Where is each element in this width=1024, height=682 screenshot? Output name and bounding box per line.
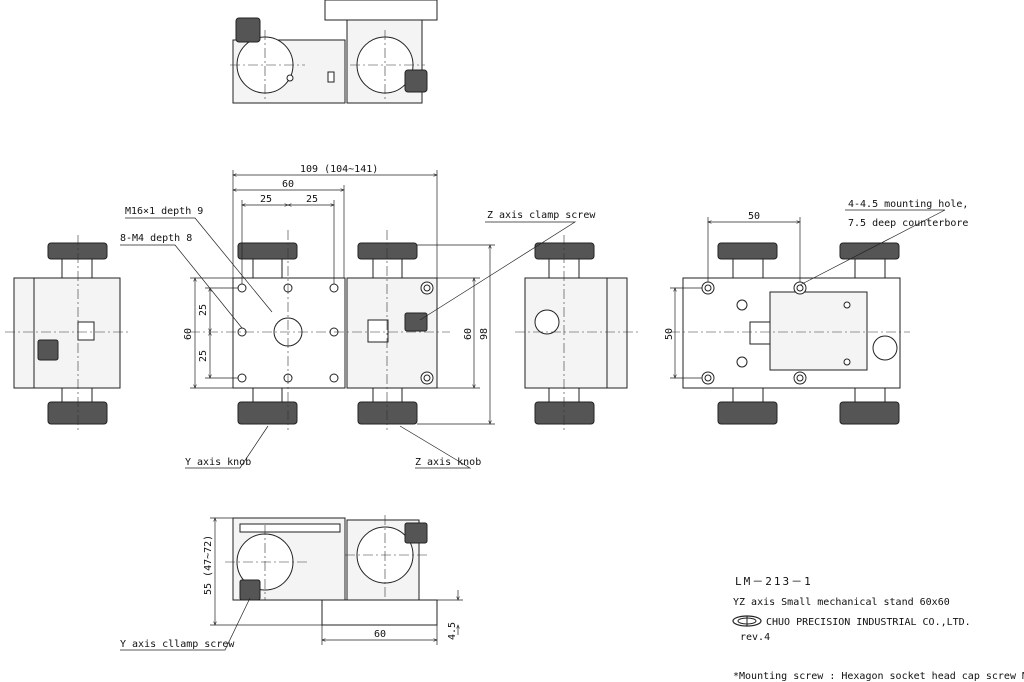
callout-y-knob: Y axis knob (185, 457, 251, 468)
product-description: YZ axis Small mechanical stand 60x60 (733, 597, 950, 608)
dim-base-thickness: 4.5 (447, 622, 458, 640)
dim-overall-width: 109 (104~141) (300, 164, 378, 175)
dim-vertical-pitch-bottom: 25 (198, 350, 209, 362)
dim-overall-height: 98 (479, 328, 490, 340)
callout-tapped-holes: 8-M4 depth 8 (120, 233, 192, 244)
front-view (190, 230, 450, 430)
dim-plate-width: 60 (282, 179, 294, 190)
left-side-view (5, 235, 130, 430)
back-view (515, 235, 640, 430)
dim-side-height: 55 (47~72) (203, 535, 214, 595)
callout-z-knob: Z axis knob (415, 457, 481, 468)
dim-mount-pitch-h: 50 (748, 211, 760, 222)
dimension-lines (120, 170, 946, 651)
callout-mounting-hole: 4-4.5 mounting hole, (848, 199, 968, 210)
dim-vertical-pitch-top: 25 (198, 304, 209, 316)
dim-base-width: 60 (374, 629, 386, 640)
callout-counterbore: 7.5 deep counterbore (848, 218, 968, 229)
dim-hole-pitch-left: 25 (260, 194, 272, 205)
dim-mount-pitch-v: 50 (664, 328, 675, 340)
bottom-plan-view (670, 242, 910, 425)
side-elevation-view (225, 515, 438, 626)
callout-center-thread: M16×1 depth 9 (125, 206, 203, 217)
top-view (230, 0, 438, 104)
company-name: CHUO PRECISION INDUSTRIAL CO.,LTD. (766, 617, 971, 628)
title-block: LM－213－1 YZ axis Small mechanical stand … (732, 575, 1024, 682)
model-number: LM－213－1 (735, 575, 813, 588)
revision: rev.4 (740, 632, 770, 643)
callout-z-clamp-screw: Z axis clamp screw (487, 210, 596, 221)
dim-plate-height-right: 60 (463, 328, 474, 340)
dim-plate-height-left: 60 (183, 328, 194, 340)
company-logo (732, 615, 762, 627)
mounting-note: *Mounting screw : Hexagon socket head ca… (733, 671, 1024, 682)
callout-y-clamp-screw: Y axis cllamp screw (120, 639, 235, 650)
dim-hole-pitch-right: 25 (306, 194, 318, 205)
